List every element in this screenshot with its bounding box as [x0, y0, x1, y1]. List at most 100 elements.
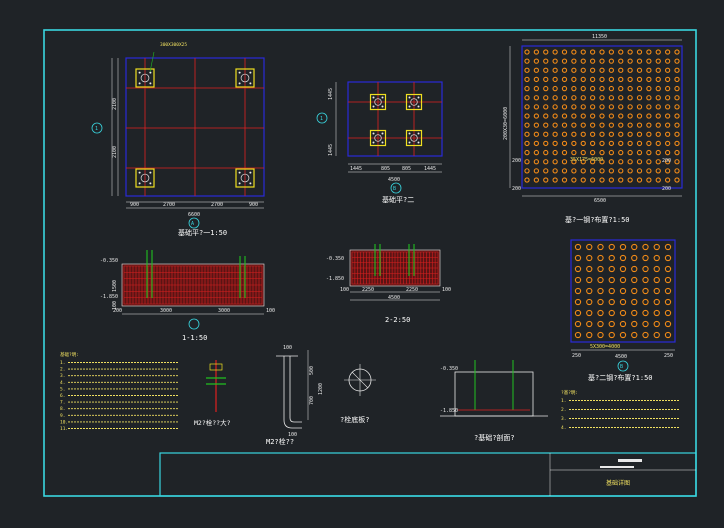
rebar-point: [636, 95, 643, 101]
rebar-point: [533, 76, 540, 83]
rebar-point: [599, 95, 605, 101]
foundation-plan-2: 1445 805 805 1445 4500 1445 1445 B 1 基础平…: [316, 81, 443, 204]
rebar-point: [608, 140, 615, 147]
rebar-point: [618, 177, 624, 183]
plan2-bottom-dim: 805: [402, 166, 411, 172]
rebar-point: [586, 320, 593, 328]
rebar-point: [627, 149, 633, 156]
rebar-point: [618, 140, 624, 147]
rebar1-spacing-note: 35X175=6000: [570, 157, 603, 163]
rebar-point: [543, 49, 549, 55]
plan2-left-dim: 1445: [328, 88, 334, 100]
rebar-point: [664, 58, 671, 64]
note-number: 10.: [60, 419, 68, 425]
rebar-point: [543, 85, 549, 92]
notes-left-heading: 基础?明:: [60, 351, 79, 358]
rebar-point: [580, 149, 586, 156]
rebar-point: [599, 131, 605, 137]
rebar-point: [597, 254, 604, 262]
rebar-point: [543, 122, 549, 128]
plan2-boundary: [347, 81, 443, 157]
rebar-point: [618, 49, 624, 55]
anchor-bolt: [149, 182, 152, 185]
anchor-bolt: [417, 96, 420, 99]
note-number: 3.: [561, 416, 566, 422]
rebar-point: [619, 309, 627, 317]
section2-level: -0.350: [326, 256, 344, 262]
rebar-point: [589, 58, 596, 64]
pile-cap-bolt-ring: [410, 98, 418, 106]
plan1-bottom-dim: 2700: [211, 202, 223, 208]
rebar-point: [589, 177, 596, 183]
rebar-point: [543, 159, 549, 165]
rebar-point: [571, 113, 577, 119]
rebar-point: [619, 254, 627, 262]
rebar2-outline: [570, 239, 676, 343]
rebar-point: [608, 177, 615, 183]
rebar-plan-1: 11350 35X175=6000 6500 200X30=6000 200 2…: [503, 34, 683, 224]
section2-dim: 2250: [362, 287, 374, 293]
rebar-point: [586, 331, 593, 339]
rebar-point: [571, 149, 577, 156]
rebar-point: [664, 85, 671, 92]
rebar-point: [524, 104, 530, 110]
rebar-point: [574, 265, 582, 273]
rebar-point: [533, 49, 540, 55]
rebar-point: [631, 287, 638, 295]
anchor-bolt: [249, 171, 252, 174]
plan1-width-dim: 6600: [188, 212, 200, 218]
rebar-point: [655, 95, 661, 101]
plan1-bottom-dim: 900: [249, 202, 258, 208]
rebar-point: [580, 85, 586, 92]
rebar-point: [608, 265, 615, 273]
rebar-point: [664, 177, 671, 183]
rebar-point: [664, 131, 671, 137]
rebar-point: [619, 287, 627, 295]
rebar-point: [646, 58, 652, 64]
rebar-point: [589, 131, 596, 137]
rebar-point: [655, 159, 661, 165]
rebar-point: [608, 122, 615, 128]
rebar-point: [524, 159, 530, 165]
anchor-bolt: [381, 141, 384, 144]
rebar-point: [627, 122, 633, 128]
rebar1-edge-dim: 200: [662, 186, 671, 192]
rebar1-bottom-dim: 6500: [594, 198, 606, 204]
rebar-point: [571, 177, 577, 183]
rebar-point: [655, 168, 661, 174]
rebar-point: [636, 122, 643, 128]
plate-detail: ?栓底板?: [340, 364, 376, 424]
anchor-bolt: [372, 132, 375, 135]
plan1-left-dim: 2100: [112, 98, 118, 110]
pile-cap-bolt-ring: [240, 173, 250, 183]
rebar-point: [664, 276, 672, 284]
rebar-point: [597, 287, 604, 295]
rebar-point: [646, 159, 652, 165]
plan1-axis-bubble: [91, 122, 103, 134]
rebar-point: [618, 104, 624, 110]
rebar-point: [627, 104, 633, 110]
anchor-bolt: [238, 171, 241, 174]
rebar2-axis-bubble: [617, 360, 629, 372]
foundation-plan-1: 6600 900 2700 2700 900 2100 2100 A 1 300…: [91, 42, 265, 237]
rebar-point: [571, 76, 577, 83]
rebar-point: [543, 140, 549, 147]
rebar-point: [533, 168, 540, 174]
rebar2-title: 基?二钢?布置?1:50: [588, 373, 653, 382]
rebar-point: [642, 276, 649, 284]
rebar-point: [533, 85, 540, 92]
pile-cap: [369, 93, 387, 111]
rebar-point: [636, 168, 643, 174]
rebar-point: [586, 254, 593, 262]
rebar-point: [619, 243, 627, 251]
rebar-point: [619, 276, 627, 284]
rebar-point: [586, 276, 593, 284]
rebar-point: [664, 76, 671, 83]
rebar-point: [627, 159, 633, 165]
rebar-point: [580, 113, 586, 119]
plan1-left-dim: 2100: [112, 146, 118, 158]
plan1-cap-label: 300X300X25: [160, 42, 187, 48]
rebar-point: [561, 149, 568, 156]
rebar-point: [571, 58, 577, 64]
